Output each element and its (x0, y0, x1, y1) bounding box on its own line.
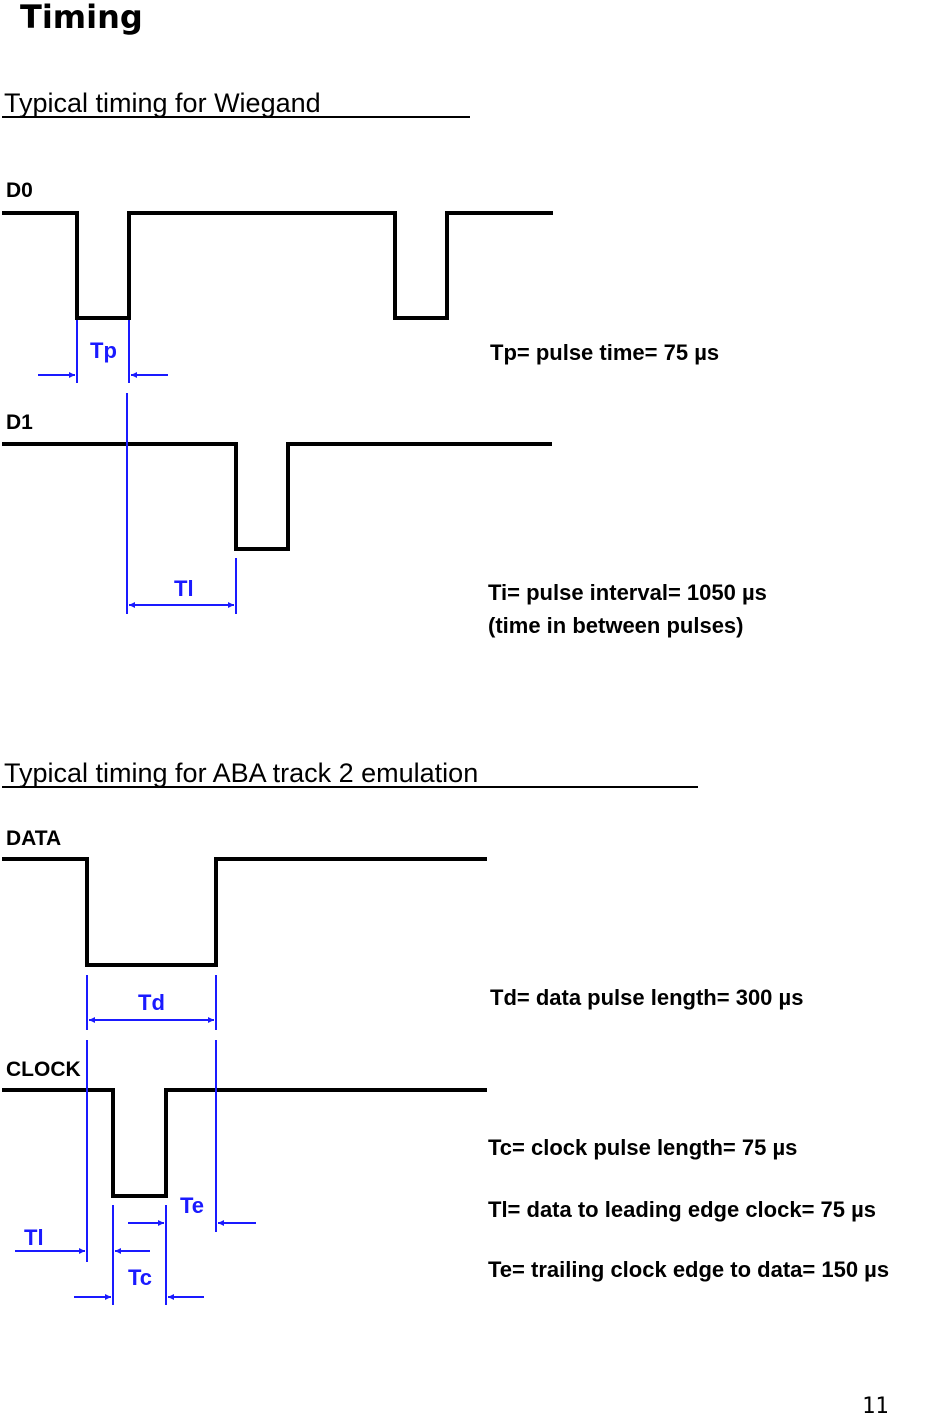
signal-label-d1: D1 (6, 411, 33, 434)
note-ti-line2: (time in between pulses) (488, 613, 744, 638)
label-tc: Tc (128, 1265, 152, 1290)
note-tp: Tp= pulse time= 75 µs (490, 340, 719, 365)
aba-title: Typical timing for ABA track 2 emulation (4, 758, 478, 788)
signal-label-data: DATA (6, 827, 61, 850)
wiegand-title: Typical timing for Wiegand (4, 88, 321, 118)
page-heading: Timing (20, 0, 143, 36)
label-td: Td (138, 990, 165, 1015)
note-aba-ti: Tl= data to leading edge clock= 75 µs (488, 1197, 876, 1222)
note-ti-line1: Ti= pulse interval= 1050 µs (488, 580, 767, 605)
dimension-ti (126, 393, 237, 614)
note-td: Td= data pulse length= 300 µs (490, 985, 803, 1010)
waveform-clock (2, 1088, 487, 1198)
waveform-d0 (2, 211, 553, 320)
label-te: Te (180, 1193, 204, 1218)
label-aba-ti: Tl (24, 1225, 44, 1250)
signal-label-d0: D0 (6, 179, 33, 202)
label-ti: Tl (174, 576, 194, 601)
dimension-td (86, 975, 217, 1030)
dimension-te (128, 1040, 256, 1232)
waveform-data (2, 857, 487, 967)
dimension-tc (74, 1205, 204, 1305)
dimension-aba-ti (15, 1040, 88, 1262)
signal-label-clock: CLOCK (6, 1058, 81, 1081)
label-tp: Tp (90, 338, 117, 363)
note-te: Te= trailing clock edge to data= 150 µs (488, 1257, 889, 1282)
dimension-tp (38, 320, 168, 383)
page-number: 11 (862, 1394, 889, 1419)
waveform-d1 (2, 442, 552, 551)
note-tc: Tc= clock pulse length= 75 µs (488, 1135, 797, 1160)
